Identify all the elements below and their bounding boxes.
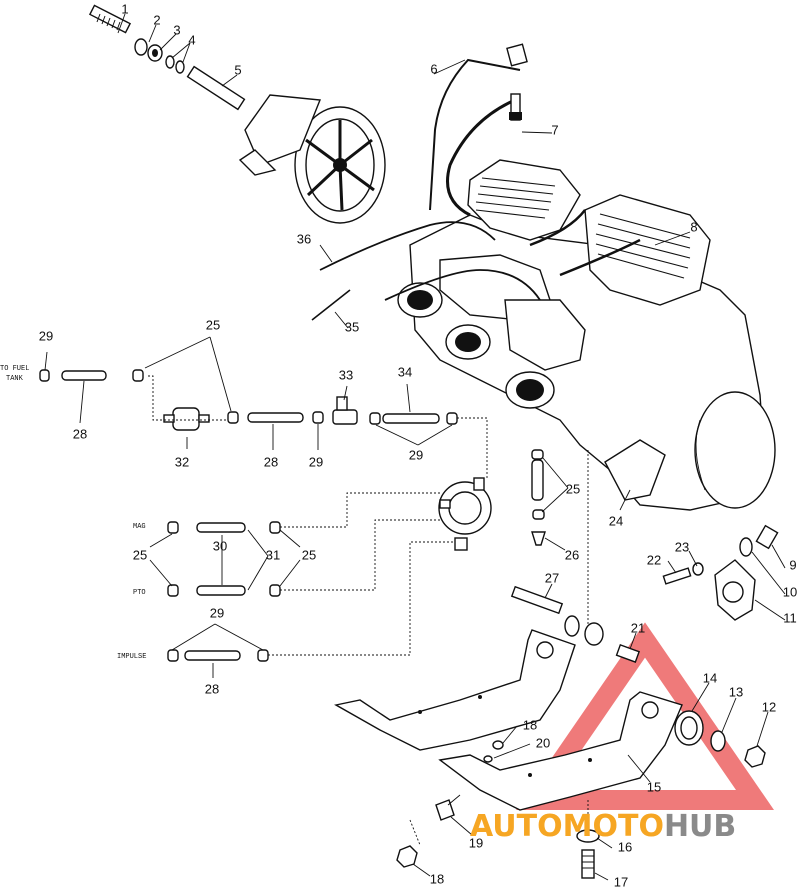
clutch-bolt-stack [88,4,246,111]
callout-c10: 10 [783,584,797,599]
callout-c25d: 25 [302,547,316,562]
fuel-system [39,369,546,662]
callout-c15: 15 [647,779,661,794]
callout-c28c: 28 [205,681,219,696]
label-mag: MAG [133,523,146,531]
callout-c4: 4 [188,32,195,47]
callout-c26: 26 [565,547,579,562]
callout-c22: 22 [647,552,661,567]
callout-c29b: 29 [309,454,323,469]
watermark-auto: AUTO [470,809,563,844]
engine-assembly [311,43,776,511]
callout-c18a: 18 [523,717,537,732]
watermark-logo: AUTOMOTOHUB [470,809,736,844]
watermark-hub: HUB [664,809,736,844]
oil-pump-assembly [662,524,779,621]
callout-c30: 30 [213,538,227,553]
callout-c29d: 29 [210,605,224,620]
callout-c34: 34 [398,364,412,379]
callout-c28b: 28 [264,454,278,469]
callout-c14: 14 [703,670,717,685]
watermark-moto: MOTO [563,809,664,844]
callout-c29c: 29 [409,447,423,462]
callout-c25c: 25 [133,547,147,562]
callout-c6: 6 [430,61,437,76]
callout-c32: 32 [175,454,189,469]
callout-c20: 20 [536,735,550,750]
callout-c25a: 25 [206,317,220,332]
callout-c19: 19 [469,835,483,850]
label-pto: PTO [133,589,146,597]
callout-c25b: 25 [566,481,580,496]
callout-c11: 11 [783,610,797,625]
callout-c13: 13 [729,684,743,699]
callout-c7: 7 [551,122,558,137]
callout-c8: 8 [690,219,697,234]
callout-c18b: 18 [430,871,444,886]
callout-c35: 35 [345,319,359,334]
callout-c17: 17 [614,874,628,888]
label-to-fuel-tank-1: TO FUEL [0,365,29,373]
label-impulse: IMPULSE [117,653,146,661]
callout-c23: 23 [675,539,689,554]
callout-c1: 1 [121,1,128,16]
callout-c31: 31 [266,547,280,562]
callout-c2: 2 [153,12,160,27]
engine-mount [334,450,766,879]
callout-c21: 21 [631,620,645,635]
callout-c29a: 29 [39,328,53,343]
callout-c12: 12 [762,699,776,714]
callout-c36: 36 [297,231,311,246]
callout-c9: 9 [789,557,796,572]
callout-c28a: 28 [73,426,87,441]
drive-clutch [238,94,386,224]
callout-c27: 27 [545,570,559,585]
label-to-fuel-tank-2: TANK [6,375,24,383]
callout-c3: 3 [173,22,180,37]
svg-text:AUTOMOTOHUB: AUTOMOTOHUB [470,809,736,844]
callout-c16: 16 [618,839,632,854]
callout-c33: 33 [339,367,353,382]
callout-c5: 5 [234,62,241,77]
hose-labels: TO FUEL TANK MAG PTO IMPULSE [0,365,146,661]
callout-c24: 24 [609,513,623,528]
leader-lines [44,13,786,881]
